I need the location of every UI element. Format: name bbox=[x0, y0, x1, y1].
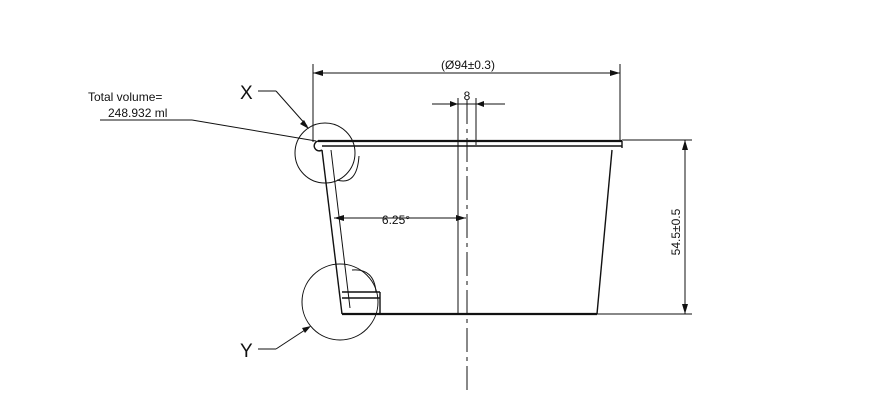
top-width-dimension: 8 bbox=[432, 89, 505, 145]
height-dim-label: 54.5±0.5 bbox=[669, 208, 683, 255]
top-width-dim-label: 8 bbox=[464, 89, 471, 103]
detail-x-callout: X bbox=[240, 83, 309, 129]
detail-circle-y bbox=[301, 263, 379, 341]
container-outline bbox=[313, 139, 623, 316]
height-dimension: 54.5±0.5 bbox=[597, 139, 692, 315]
detail-x-label: X bbox=[240, 83, 253, 104]
angle-dim-label: 6.25° bbox=[382, 213, 410, 227]
diameter-dim-label: (Ø94±0.3) bbox=[441, 58, 495, 72]
volume-callout: Total volume= 248.932 ml bbox=[88, 90, 317, 142]
volume-label: Total volume= bbox=[88, 90, 162, 104]
volume-value: 248.932 ml bbox=[108, 106, 167, 120]
detail-y-label: Y bbox=[240, 341, 253, 362]
diameter-dimension: (Ø94±0.3) bbox=[312, 58, 621, 142]
angle-dimension: 6.25° bbox=[334, 213, 466, 227]
detail-circle-x bbox=[294, 122, 360, 184]
detail-y-callout: Y bbox=[240, 326, 311, 362]
